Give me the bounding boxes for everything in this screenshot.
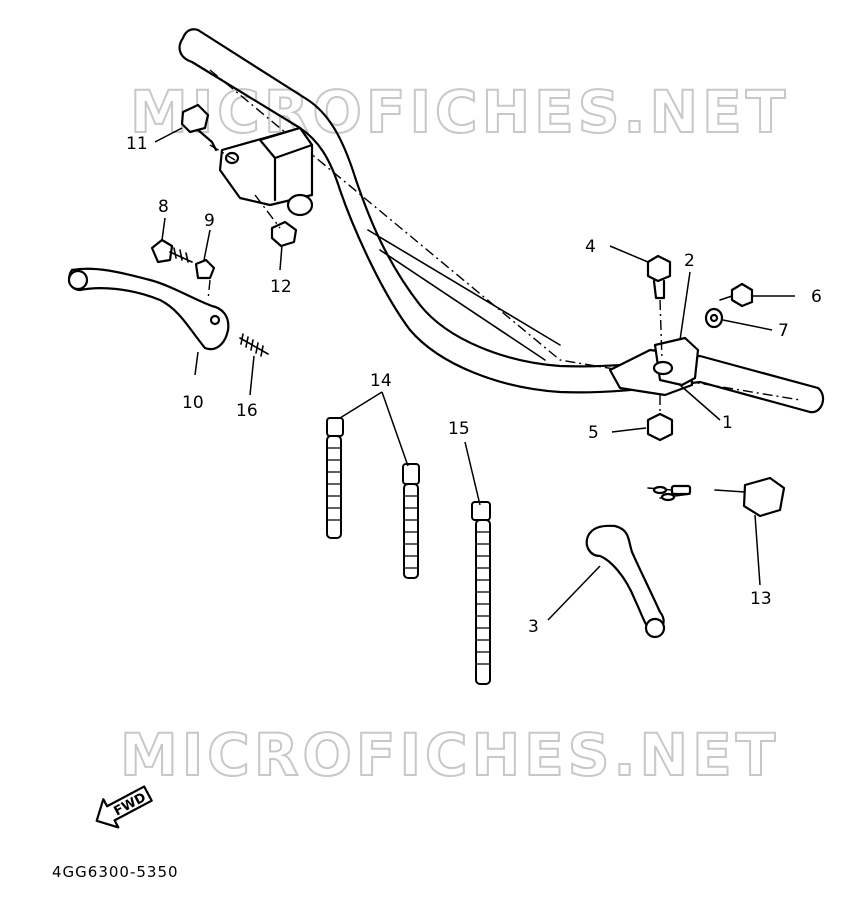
clutch-lever-3 (585, 524, 666, 639)
spring-16 (239, 333, 269, 357)
callout-4: 4 (585, 237, 596, 257)
bolt-4 (646, 254, 672, 361)
watermark-top: MICROFICHES.NET (130, 78, 789, 146)
cable-tie-14a (326, 417, 344, 539)
callout-8: 8 (158, 197, 169, 217)
callout-6: 6 (811, 287, 822, 307)
watermark-bottom: MICROFICHES.NET (120, 721, 779, 789)
nut-12 (254, 194, 298, 248)
callout-16: 16 (236, 401, 258, 421)
clutch-switch-13 (647, 476, 786, 518)
bolt-8 (150, 238, 193, 264)
callout-3: 3 (528, 617, 539, 637)
callout-10: 10 (182, 393, 204, 413)
callout-13: 13 (750, 589, 772, 609)
callout-11: 11 (126, 134, 148, 154)
callout-9: 9 (204, 211, 215, 231)
callout-12: 12 (270, 277, 292, 297)
clutch-lever-holder-1 (608, 336, 700, 397)
nut-5 (646, 395, 674, 442)
bolt-6 (719, 282, 754, 308)
washer-7 (704, 307, 724, 329)
nut-9 (194, 258, 216, 301)
callout-15: 15 (448, 419, 470, 439)
leader-lines (154, 127, 795, 621)
callout-7: 7 (778, 321, 789, 341)
bolt-11 (180, 103, 236, 161)
master-cylinder-clamp (218, 126, 314, 217)
callout-2: 2 (684, 251, 695, 271)
callout-1: 1 (722, 413, 733, 433)
cable-tie-15 (471, 501, 491, 685)
callout-14: 14 (370, 371, 392, 391)
callout-5: 5 (588, 423, 599, 443)
part-code: 4GG6300-5350 (52, 863, 179, 881)
cable-tie-14b (402, 463, 420, 579)
front-brake-lever-10 (67, 267, 230, 351)
